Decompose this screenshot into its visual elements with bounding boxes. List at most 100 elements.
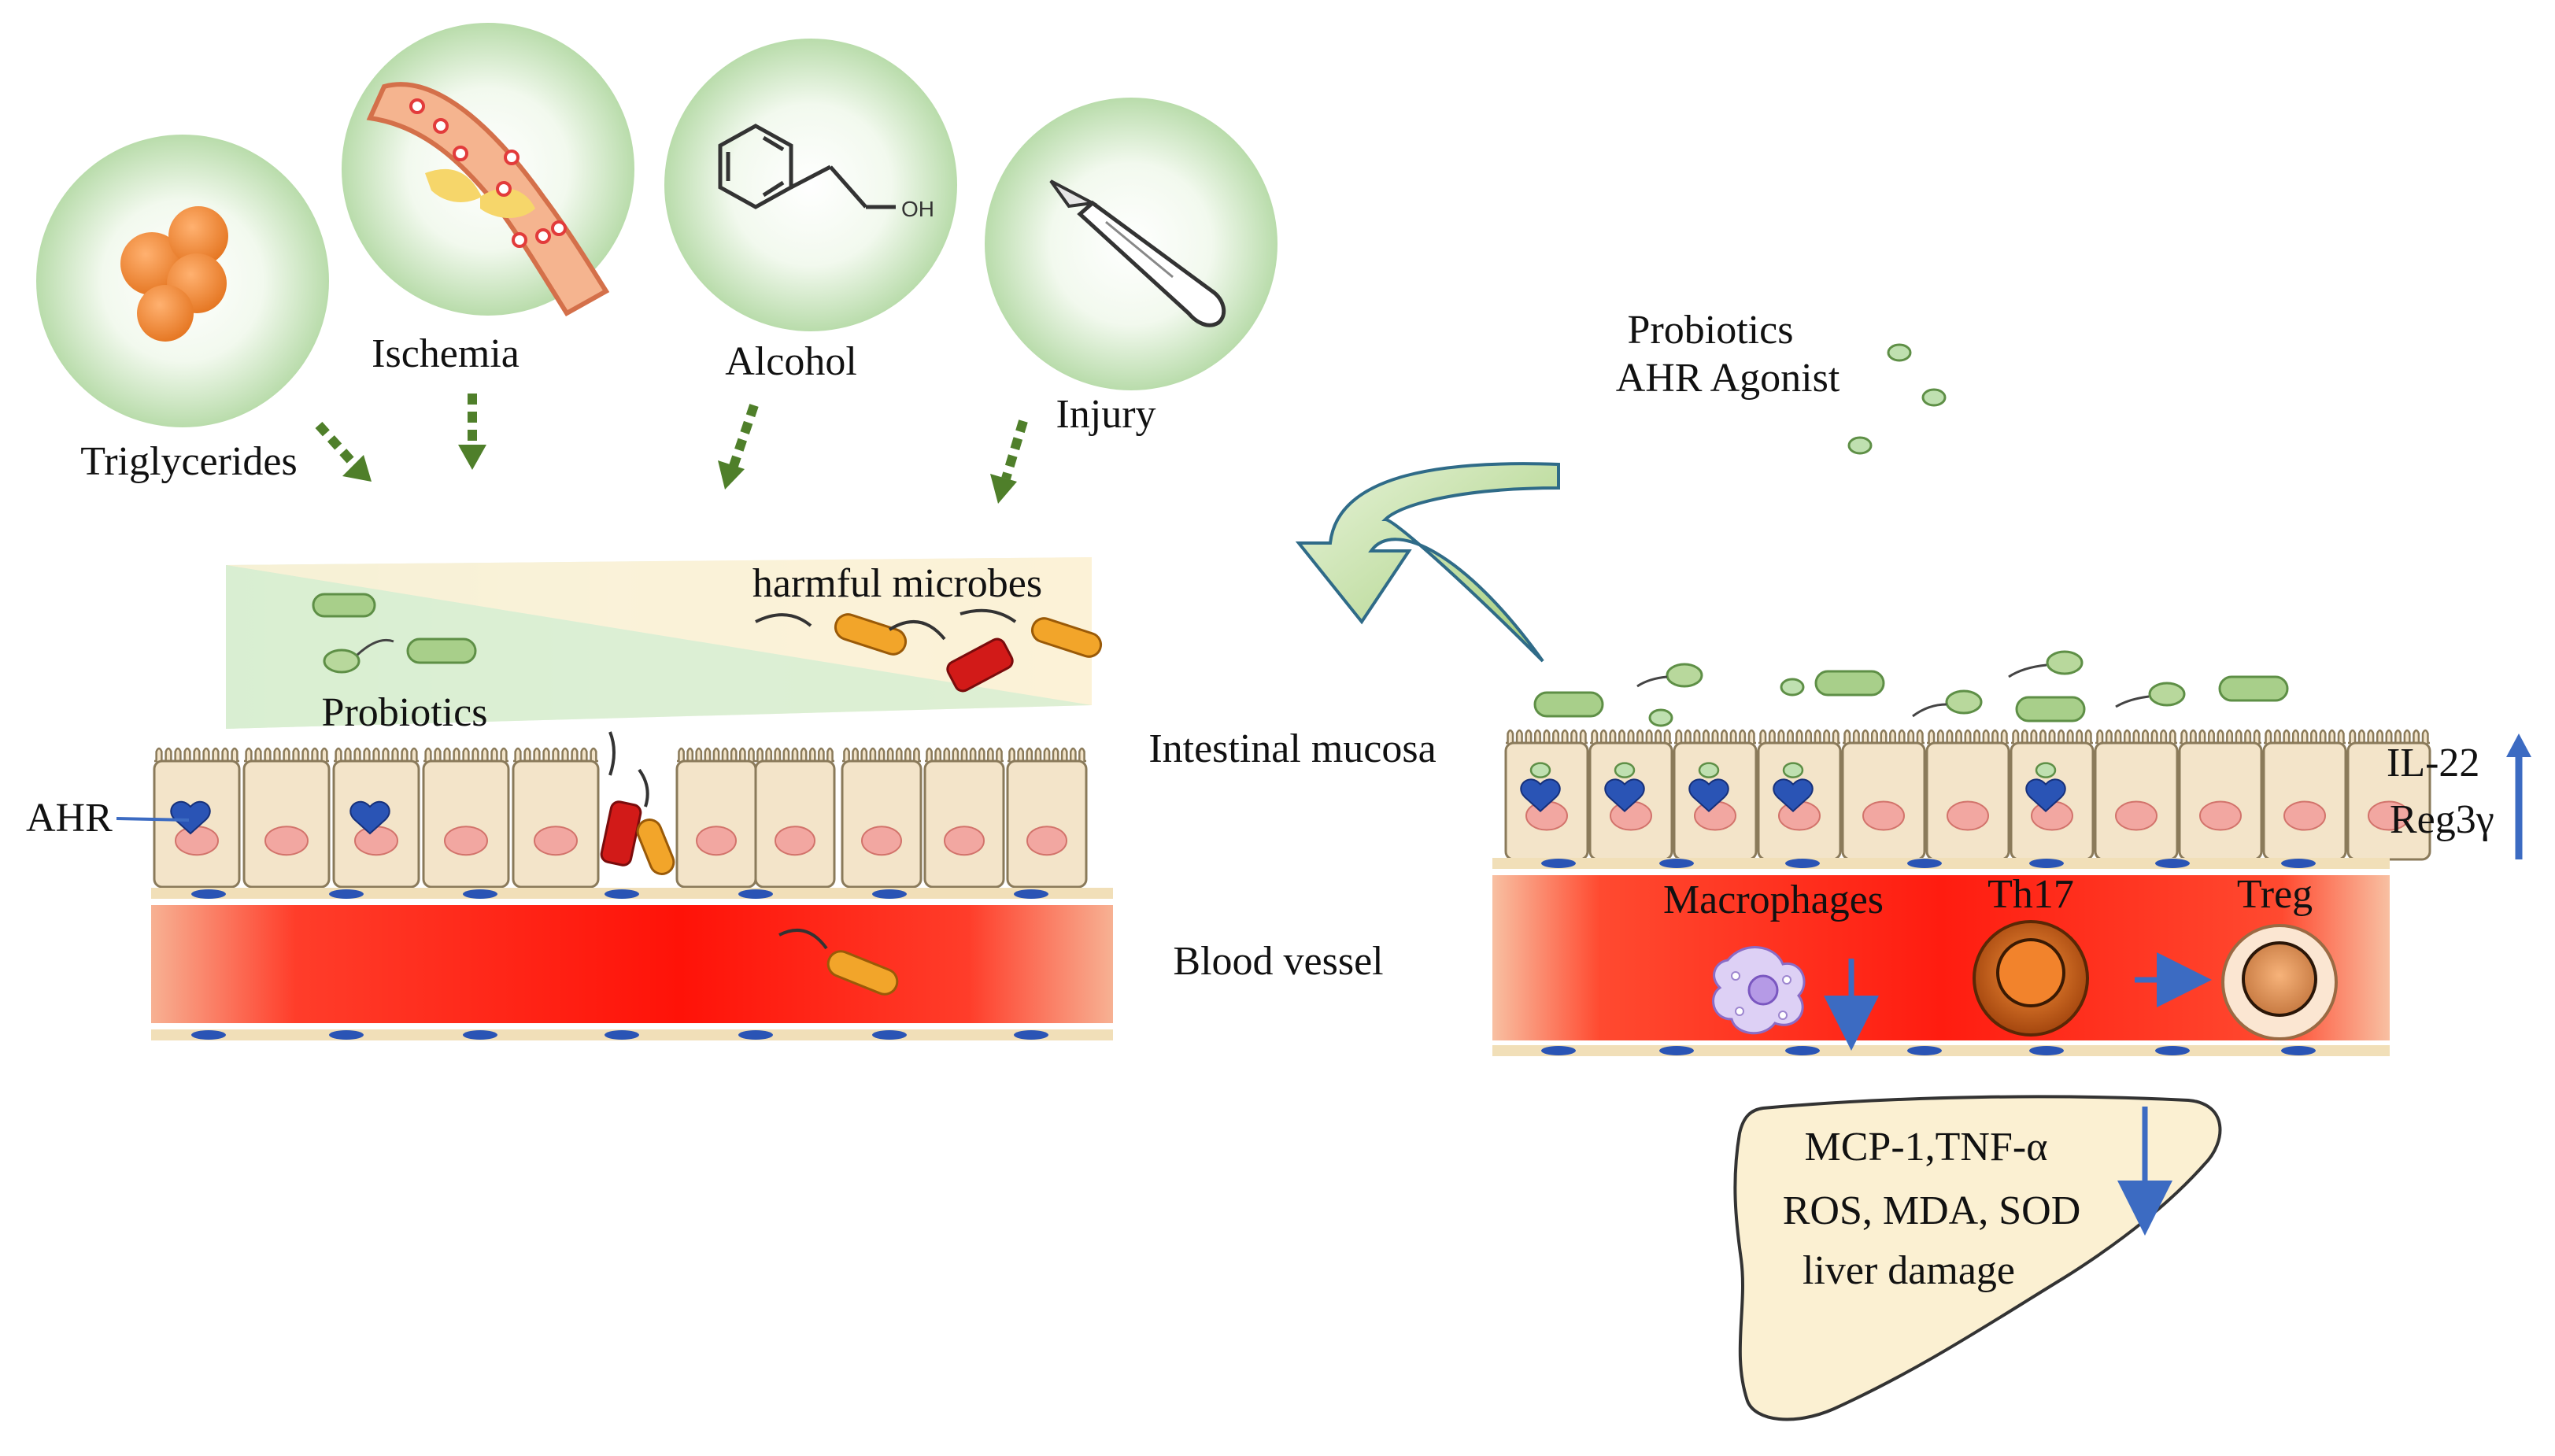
- agonist-particle: [1614, 762, 1636, 778]
- treatment-label-probiotics: Probiotics: [1628, 308, 1794, 353]
- ahr-receptor-icon: [2025, 778, 2066, 812]
- epithelial-cell: [2262, 729, 2347, 861]
- probiotic-bacterium: [312, 593, 376, 618]
- cell-nucleus: [944, 826, 985, 856]
- microvilli: [1843, 729, 1925, 745]
- liver-line-oxidative: ROS, MDA, SOD: [1783, 1188, 2081, 1233]
- liver-line-damage: liver damage: [1803, 1248, 2015, 1293]
- agonist-particle: [1529, 762, 1551, 778]
- left-epithelium: [153, 731, 1088, 889]
- cell-nucleus: [354, 826, 398, 856]
- treg-label: Treg: [2237, 872, 2313, 917]
- il22-label: IL-22: [2387, 741, 2479, 785]
- harmful-microbe: [888, 619, 1014, 693]
- th17-cell-icon: [1973, 920, 2089, 1037]
- probiotics-label-left: Probiotics: [322, 690, 488, 735]
- agonist-particle: [1782, 762, 1804, 778]
- epithelial-cell: [2346, 729, 2431, 861]
- epithelial-cell: [923, 747, 1005, 889]
- microvilli: [2264, 729, 2346, 745]
- harmful-microbes-label: harmful microbes: [752, 561, 1042, 606]
- microvilli: [244, 747, 329, 763]
- harmful-microbe: [960, 608, 1103, 658]
- liver-shape: [1733, 1095, 2222, 1421]
- right-lumen-bacteria: [1533, 650, 2289, 727]
- cell-nucleus: [775, 826, 815, 856]
- probiotic-bacterium: [1636, 663, 1703, 688]
- dashed-arrow-alcohol: [718, 404, 759, 490]
- cause-label-injury: Injury: [1056, 392, 1155, 437]
- epithelial-cell: [2178, 729, 2263, 861]
- th17-label: Th17: [1987, 872, 2074, 917]
- endothelial-nuclei: [191, 889, 1048, 1040]
- ahr-receptor-icon: [1604, 778, 1645, 812]
- microvilli: [2011, 729, 2093, 745]
- treatment-curved-arrow: [1295, 462, 1560, 663]
- cell-nucleus: [2115, 800, 2158, 831]
- treatment-label-ahr-agonist: AHR Agonist: [1616, 356, 1840, 401]
- microvilli: [1008, 747, 1086, 763]
- microvilli: [1590, 729, 1672, 745]
- macrophages-label: Macrophages: [1663, 878, 1884, 922]
- probiotic-bacterium: [2008, 650, 2084, 678]
- reg3g-label: Reg3γ: [2390, 797, 2494, 842]
- cell-nucleus: [264, 826, 309, 856]
- agonist-particle: [1780, 678, 1805, 697]
- left-blood-vessel: [151, 888, 1113, 1040]
- microvilli: [1927, 729, 2009, 745]
- epithelial-cell: [1673, 729, 1758, 861]
- dashed-arrow-ischemia: [458, 394, 486, 470]
- cell-nucleus: [861, 826, 902, 856]
- ischemia-icon: [366, 82, 610, 317]
- cause-injury: [985, 98, 1278, 390]
- probiotic-bacterium: [2015, 696, 2086, 722]
- cause-label-triglycerides: Triglycerides: [80, 439, 297, 484]
- harmful-microbe: [755, 613, 908, 656]
- epithelial-cell: [242, 747, 331, 889]
- harmful-microbe-crossing: [600, 768, 675, 875]
- cell-nucleus: [2283, 800, 2326, 831]
- epithelial-cell: [2010, 729, 2095, 861]
- epithelial-cell: [332, 747, 420, 889]
- agonist-particle: [1648, 708, 1673, 727]
- microvilli: [513, 747, 598, 763]
- microvilli: [756, 747, 834, 763]
- cause-arrows: [315, 394, 1028, 504]
- ahr-receptor-icon: [1773, 778, 1814, 812]
- epithelial-cell: [1925, 729, 2010, 861]
- epithelial-cell: [512, 747, 600, 889]
- probiotic-bacterium: [2218, 675, 2289, 702]
- microvilli: [1674, 729, 1756, 745]
- macrophage-cell-icon: [1712, 946, 1806, 1035]
- ahr-receptor-icon: [1688, 778, 1729, 812]
- microvilli: [925, 747, 1004, 763]
- probiotic-bacterium: [323, 638, 394, 674]
- ahr-label: AHR: [26, 796, 113, 841]
- treg-cell-icon: [2221, 924, 2338, 1040]
- left-lumen-bacteria: [312, 593, 1103, 693]
- epithelial-cell: [754, 747, 836, 889]
- epithelial-cell: [422, 747, 510, 889]
- triglycerides-icon: [120, 206, 228, 342]
- microvilli: [2095, 729, 2177, 745]
- ahr-receptor-icon: [1520, 778, 1561, 812]
- epithelial-cell: [153, 747, 241, 889]
- blood-vessel-label: Blood vessel: [1173, 939, 1383, 984]
- epithelial-cell: [1757, 729, 1842, 861]
- microvilli: [154, 747, 239, 763]
- cause-label-ischemia: Ischemia: [372, 331, 520, 376]
- epithelial-cell: [675, 747, 757, 889]
- ahr-receptor-icon: [349, 800, 390, 835]
- cell-nucleus: [2368, 800, 2410, 831]
- dashed-arrow-triglycerides: [315, 421, 372, 482]
- dashed-arrow-injury: [990, 419, 1028, 504]
- ahr-receptor-icon: [170, 800, 211, 835]
- probiotic-bacterium: [1814, 670, 1885, 697]
- alcohol-molecule-icon: [718, 124, 896, 209]
- cause-alcohol: OH: [664, 39, 957, 331]
- microvilli: [334, 747, 419, 763]
- cause-label-alcohol: Alcohol: [725, 339, 857, 384]
- cell-nucleus: [534, 826, 578, 856]
- epithelial-cell: [1006, 747, 1088, 889]
